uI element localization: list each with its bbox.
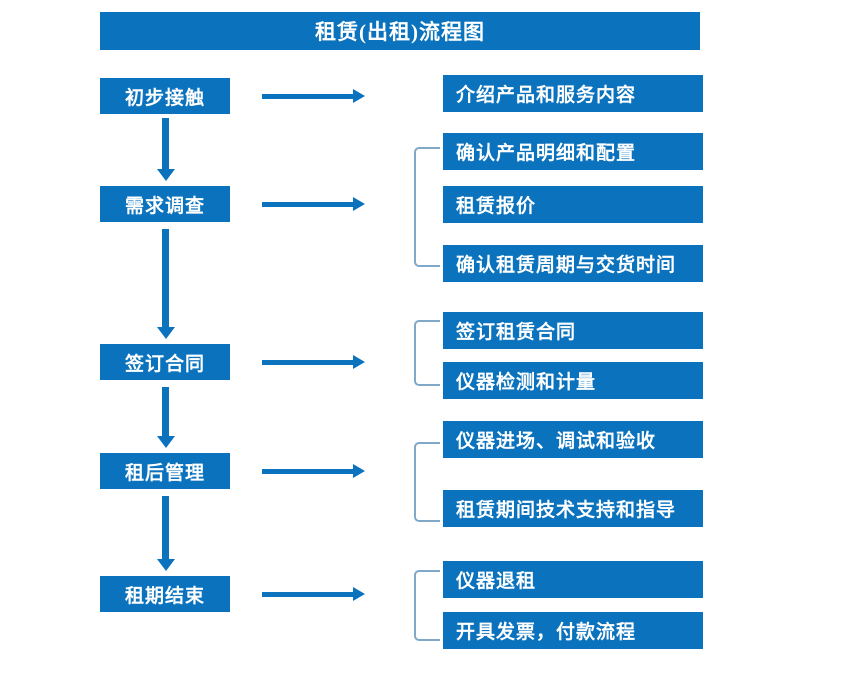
detail-node-确认产品明细和配置[interactable]: 确认产品明细和配置 xyxy=(443,133,703,170)
detail-node-租赁报价[interactable]: 租赁报价 xyxy=(443,186,703,223)
group-bracket-租后管理 xyxy=(414,442,440,522)
group-bracket-租期结束 xyxy=(414,570,440,641)
down-arrow-icon-1 xyxy=(157,118,175,181)
detail-node-签订租赁合同[interactable]: 签订租赁合同 xyxy=(443,312,703,349)
stage-node-租期结束[interactable]: 租期结束 xyxy=(100,576,230,612)
detail-node-租赁期间技术支持和指导[interactable]: 租赁期间技术支持和指导 xyxy=(443,490,703,527)
stage-node-签订合同[interactable]: 签订合同 xyxy=(100,344,230,380)
right-arrow-icon-3 xyxy=(262,355,365,369)
detail-node-确认租赁周期与交货时间[interactable]: 确认租赁周期与交货时间 xyxy=(443,245,703,282)
right-arrow-icon-4 xyxy=(262,464,365,478)
stage-node-租后管理[interactable]: 租后管理 xyxy=(100,453,230,489)
detail-node-仪器退租[interactable]: 仪器退租 xyxy=(443,561,703,598)
page-title: 租赁(出租)流程图 xyxy=(100,12,700,50)
down-arrow-icon-4 xyxy=(157,496,175,571)
right-arrow-icon-5 xyxy=(262,587,365,601)
right-arrow-icon-2 xyxy=(262,197,365,211)
down-arrow-icon-3 xyxy=(157,387,175,448)
detail-node-开具发票付款流程[interactable]: 开具发票，付款流程 xyxy=(443,612,703,649)
detail-node-仪器检测和计量[interactable]: 仪器检测和计量 xyxy=(443,362,703,399)
group-bracket-需求调查 xyxy=(414,147,440,267)
down-arrow-icon-2 xyxy=(157,229,175,339)
detail-node-仪器进场调试和验收[interactable]: 仪器进场、调试和验收 xyxy=(443,421,703,458)
group-bracket-签订合同 xyxy=(414,320,440,386)
detail-node-介绍产品和服务内容[interactable]: 介绍产品和服务内容 xyxy=(443,75,703,112)
right-arrow-icon-1 xyxy=(262,89,365,103)
stage-node-需求调查[interactable]: 需求调查 xyxy=(100,186,230,222)
stage-node-初步接触[interactable]: 初步接触 xyxy=(100,78,230,114)
